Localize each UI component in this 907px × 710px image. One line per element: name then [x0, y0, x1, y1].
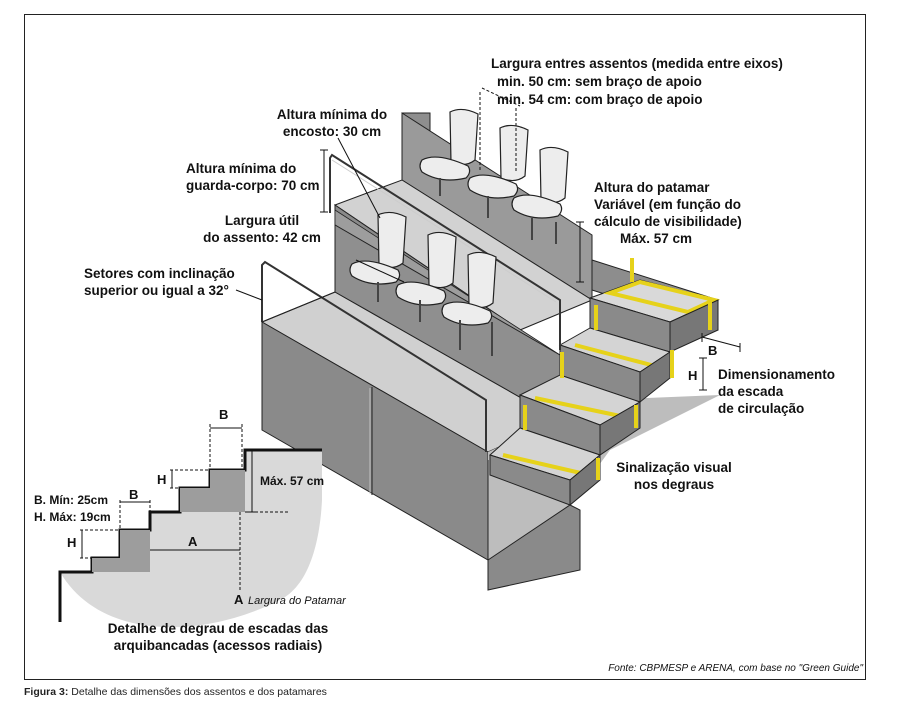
label-stairs-dim-3: de circulação: [718, 401, 805, 416]
detail-dim-h-low: H: [67, 535, 77, 550]
caption-text: Detalhe das dimensões dos assentos e dos…: [71, 686, 327, 698]
detail-max57: Máx. 57 cm: [260, 474, 325, 488]
label-backrest-1: Altura mínima do: [276, 107, 388, 122]
detail-dim-h-top: H: [157, 472, 167, 487]
detail-landing-width: Largura do Patamar: [248, 595, 346, 607]
label-landing-2: Variável (em função do: [594, 197, 742, 212]
label-seat-spacing-min54: min. 54 cm: com braço de apoio: [497, 92, 703, 107]
label-signal-1: Sinalização visual: [616, 460, 732, 475]
label-seat-width-2: do assento: 42 cm: [203, 230, 321, 245]
detail-dim-b-low: B: [129, 487, 139, 502]
label-seat-spacing-title: Largura entres assentos (medida entre ei…: [491, 56, 783, 71]
label-landing-4: Máx. 57 cm: [620, 231, 693, 246]
lower-seats: [349, 211, 497, 326]
detail-b-min: B. Mín: 25cm: [34, 493, 109, 507]
detail-ground: [60, 450, 322, 628]
label-guardrail-2: guarda-corpo: 70 cm: [186, 178, 320, 193]
detail-title-1: Detalhe de degrau de escadas das: [107, 621, 329, 636]
detail-dim-b-top: B: [219, 407, 229, 422]
detail-dim-a: A: [188, 534, 198, 549]
label-seat-width-1: Largura útil: [224, 213, 300, 228]
label-landing-1: Altura do patamar: [594, 180, 710, 195]
figure-source: Fonte: CBPMESP e ARENA, com base no "Gre…: [608, 663, 863, 674]
detail-h-max: H. Máx: 19cm: [34, 510, 111, 524]
stair-dim-b: B: [708, 343, 718, 358]
figure-caption: Figura 3: Detalhe das dimensões dos asse…: [24, 686, 327, 698]
label-sectors-2: superior ou igual a 32°: [84, 283, 229, 298]
label-stairs-dim-1: Dimensionamento: [718, 367, 836, 382]
caption-prefix: Figura 3:: [24, 686, 69, 698]
label-landing-3: cálculo de visibilidade): [594, 214, 742, 229]
label-stairs-dim-2: da escada: [718, 384, 784, 399]
upper-seats: [419, 108, 569, 219]
label-signal-2: nos degraus: [633, 477, 715, 492]
label-sectors-1: Setores com inclinação: [84, 266, 235, 281]
detail-title-2: arquibancadas (acessos radiais): [113, 638, 323, 653]
detail-landing-a: A: [234, 592, 244, 607]
label-backrest-2: encosto: 30 cm: [282, 124, 382, 139]
label-seat-spacing-min50: min. 50 cm: sem braço de apoio: [497, 74, 702, 89]
stair-dim-h: H: [688, 368, 698, 383]
label-guardrail-1: Altura mínima do: [186, 161, 297, 176]
